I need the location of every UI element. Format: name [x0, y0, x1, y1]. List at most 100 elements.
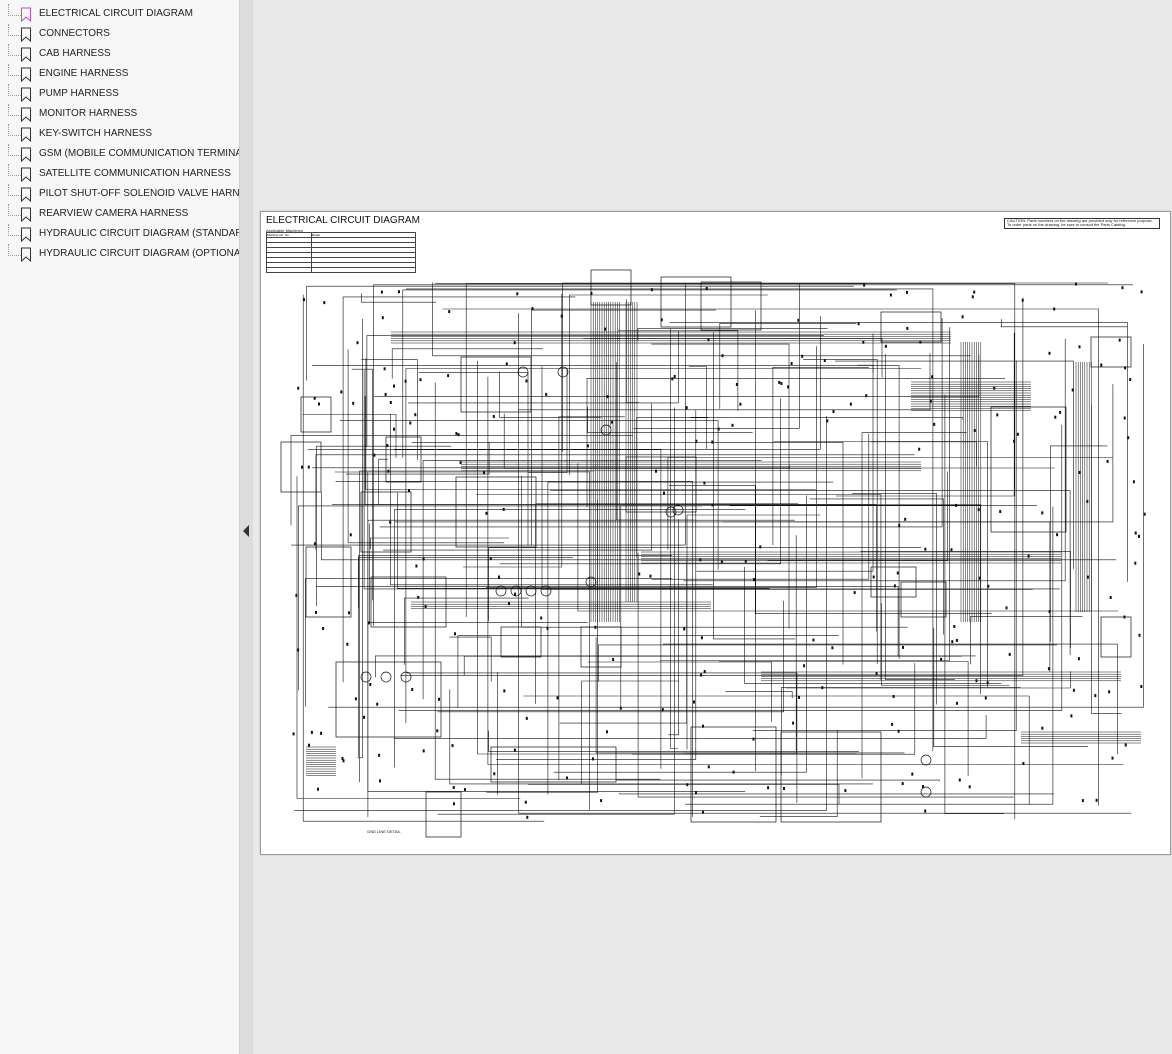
wire: [404, 597, 529, 665]
connector-pin: [919, 340, 922, 344]
connector-pin: [984, 696, 987, 700]
bookmark-icon: [21, 87, 31, 102]
document-viewer[interactable]: ELECTRICAL CIRCUIT DIAGRAM CAUTION: Part…: [253, 0, 1172, 1054]
connector-pin: [384, 392, 387, 396]
connector-pin: [872, 575, 875, 579]
wire: [772, 367, 869, 546]
connector-pin: [1041, 726, 1044, 730]
component-block: [1090, 336, 1132, 368]
connector-pin: [422, 557, 425, 561]
wire: [408, 330, 679, 404]
sensor-symbol: [510, 585, 522, 597]
wire: [359, 470, 594, 783]
bookmark-label: CONNECTORS: [39, 28, 110, 39]
connector-pin: [973, 290, 976, 294]
connector-pin: [735, 383, 738, 386]
bookmark-item[interactable]: HYDRAULIC CIRCUIT DIAGRAM (STANDARD): [0, 224, 239, 244]
wire: [785, 671, 1071, 689]
table-cell: [266, 267, 312, 273]
bookmark-item[interactable]: PUMP HARNESS: [0, 84, 239, 104]
wire: [361, 359, 418, 460]
bookmark-item[interactable]: MONITOR HARNESS: [0, 104, 239, 124]
bookmark-item[interactable]: ELECTRICAL CIRCUIT DIAGRAM: [0, 4, 239, 24]
connector-pin: [787, 385, 790, 389]
bookmark-item[interactable]: CAB HARNESS: [0, 44, 239, 64]
connector-pin: [438, 697, 440, 701]
bookmark-icon: [21, 207, 31, 222]
sensor-symbol: [557, 366, 569, 378]
wire: [669, 322, 1128, 582]
connector-pin: [685, 406, 688, 410]
wire: [422, 460, 762, 700]
tree-connector: [8, 44, 21, 56]
wire: [366, 335, 824, 447]
bookmark-item[interactable]: ENGINE HARNESS: [0, 64, 239, 84]
connector-pin: [352, 401, 355, 405]
wire: [302, 414, 397, 458]
connector-pin: [744, 559, 747, 563]
connector-pin: [610, 420, 613, 424]
tree-connector: [8, 204, 21, 216]
wire: [713, 332, 796, 640]
bookmark-item[interactable]: HYDRAULIC CIRCUIT DIAGRAM (OPTIONAL): [0, 244, 239, 264]
connector-pin: [703, 670, 706, 673]
connector-pin: [295, 593, 298, 597]
wire: [291, 284, 686, 546]
sensor-symbol: [665, 506, 677, 518]
connector-pin: [1138, 534, 1140, 538]
connector-pin: [349, 533, 352, 537]
document-page: ELECTRICAL CIRCUIT DIAGRAM CAUTION: Part…: [260, 211, 1171, 855]
connector-pin: [683, 627, 686, 631]
connector-pin: [901, 782, 904, 786]
wire: [449, 636, 492, 682]
bookmark-label: SATELLITE COMMUNICATION HARNESS: [39, 168, 231, 179]
connector-pin: [918, 447, 921, 451]
connector-pin: [977, 508, 980, 512]
bookmark-icon: [21, 167, 31, 182]
panel-splitter[interactable]: [239, 0, 254, 1054]
wire: [361, 293, 437, 303]
connector-pin: [896, 571, 899, 575]
tree-connector: [8, 164, 21, 176]
connector-pin: [317, 787, 319, 791]
connector-pin: [906, 326, 909, 330]
component-block: [280, 441, 322, 493]
circuit-schematic: [280, 269, 1146, 838]
connector-pin: [363, 715, 365, 719]
connector-pin: [865, 394, 868, 398]
connector-pin: [346, 642, 349, 646]
connector-pin: [731, 423, 734, 427]
table-cell: [310, 267, 417, 273]
wire: [595, 637, 905, 754]
bookmark-item[interactable]: SATELLITE COMMUNICATION HARNESS: [0, 164, 239, 184]
connector-pin: [1048, 610, 1051, 614]
wire: [375, 655, 976, 678]
connector-pin: [759, 545, 762, 549]
connector-pin: [1048, 351, 1051, 355]
wire: [351, 368, 373, 601]
connector-pin: [383, 367, 386, 371]
wire: [637, 328, 828, 341]
bookmark-item[interactable]: CONNECTORS: [0, 24, 239, 44]
connector-pin: [612, 658, 615, 661]
connector-pin: [404, 379, 407, 383]
bookmark-item[interactable]: KEY-SWITCH HARNESS: [0, 124, 239, 144]
gnd-line-detail-caption: GND LINE DETAIL: [367, 829, 401, 834]
wire: [686, 514, 821, 750]
connector-pin: [586, 444, 589, 448]
wire: [346, 441, 490, 475]
bookmark-item[interactable]: REARVIEW CAMERA HARNESS: [0, 204, 239, 224]
connector-pin: [307, 465, 310, 469]
connector-pin: [661, 708, 664, 712]
bookmark-item[interactable]: PILOT SHUT-OFF SOLENOID VALVE HARNESS: [0, 184, 239, 204]
wire: [406, 288, 934, 752]
connector-pin: [898, 523, 901, 527]
wire: [394, 384, 1114, 523]
bookmark-item[interactable]: GSM (MOBILE COMMUNICATION TERMINAL) HARN…: [0, 144, 239, 164]
collapse-panel-icon[interactable]: [243, 525, 249, 537]
wire: [463, 293, 563, 568]
sensor-symbol: [380, 671, 392, 683]
wire: [394, 509, 746, 768]
wire: [437, 407, 675, 815]
connector-pin: [409, 421, 412, 425]
